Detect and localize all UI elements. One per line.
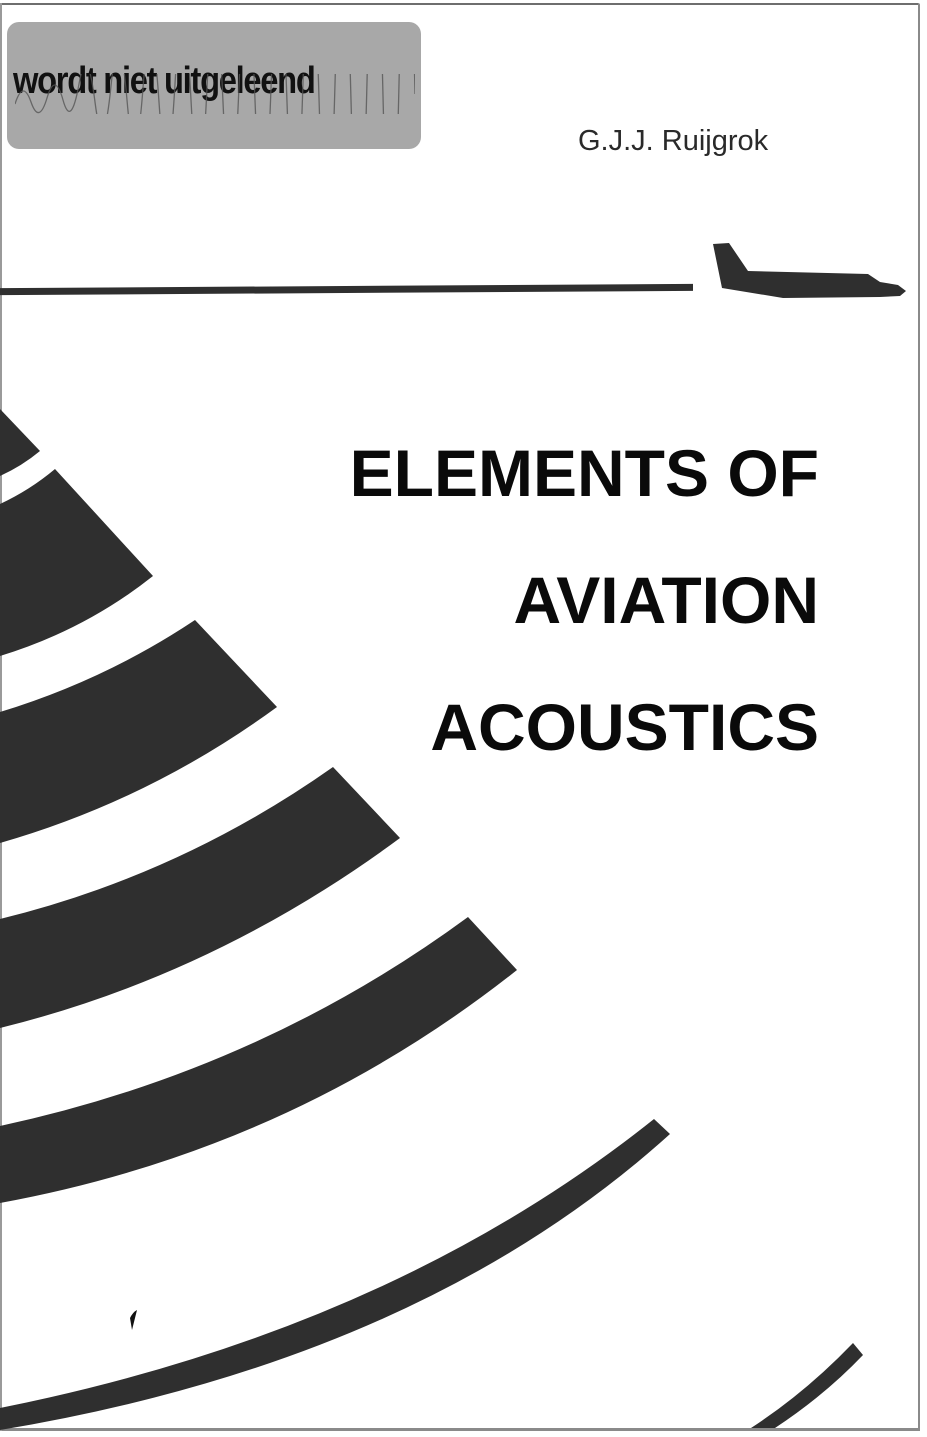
wave-arc-4 bbox=[0, 767, 400, 1028]
wave-arc-5 bbox=[0, 917, 517, 1203]
scan-artifact-mark bbox=[130, 1310, 137, 1330]
airplane-silhouette-icon bbox=[713, 243, 906, 298]
wave-arc-7 bbox=[751, 1343, 863, 1428]
book-title: ELEMENTS OF AVIATION ACOUSTICS bbox=[350, 410, 819, 791]
title-line-2: AVIATION bbox=[513, 563, 819, 637]
title-line-1: ELEMENTS OF bbox=[349, 436, 819, 510]
page-edge-right bbox=[918, 3, 920, 1431]
wave-arc-6 bbox=[0, 1119, 670, 1430]
page-edge-top bbox=[0, 3, 918, 5]
wave-arc-1 bbox=[0, 409, 40, 476]
sticker-label: wordt niet uitgeleend bbox=[13, 60, 316, 102]
author-name: G.J.J. Ruijgrok bbox=[578, 125, 769, 157]
library-sticker: wordt niet uitgeleend bbox=[7, 22, 421, 149]
wave-arc-2 bbox=[0, 469, 153, 656]
wave-arc-3 bbox=[0, 620, 277, 843]
page-edge-bottom bbox=[0, 1428, 920, 1431]
title-line-3: ACOUSTICS bbox=[430, 690, 819, 764]
scribble-overlay-icon bbox=[15, 74, 415, 114]
